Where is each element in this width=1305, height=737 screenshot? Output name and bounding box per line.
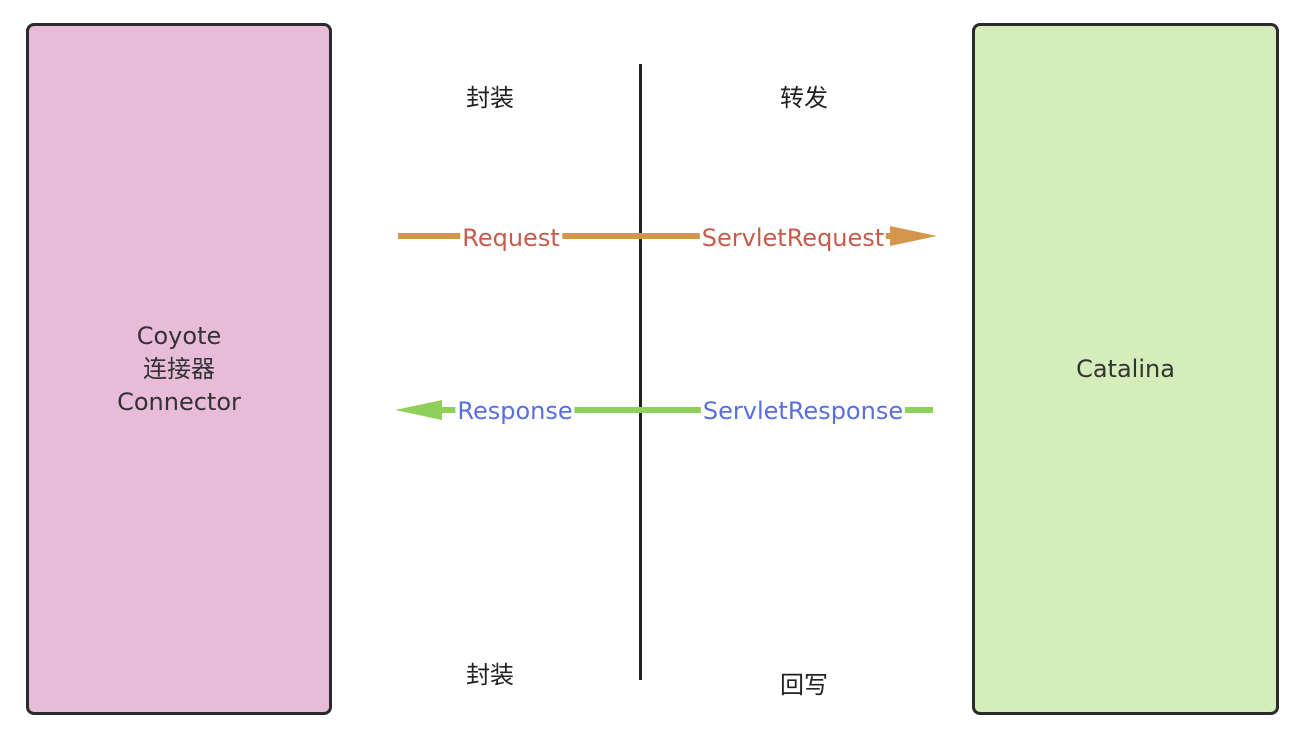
- servlet-response-label: ServletResponse: [700, 396, 906, 426]
- response-arrow-head: [395, 400, 442, 420]
- catalina-box: Catalina: [972, 23, 1279, 715]
- center-divider-line: [639, 64, 642, 680]
- request-label: Request: [460, 223, 562, 253]
- request-arrow-head: [890, 226, 937, 246]
- coyote-line-2: 连接器: [142, 354, 215, 383]
- catalina-label: Catalina: [1076, 354, 1175, 383]
- phase-label-top-left: 封装: [466, 84, 514, 112]
- coyote-line-1: Coyote: [136, 321, 222, 350]
- phase-label-bottom-left: 封装: [466, 661, 514, 689]
- coyote-connector-text: Coyote 连接器 Connector: [117, 320, 241, 419]
- servlet-request-label: ServletRequest: [699, 223, 887, 253]
- response-label: Response: [455, 396, 575, 426]
- coyote-connector-box: Coyote 连接器 Connector: [26, 23, 332, 715]
- phase-label-bottom-right: 回写: [780, 671, 828, 699]
- coyote-line-3: Connector: [117, 387, 241, 416]
- phase-label-top-right: 转发: [780, 84, 828, 112]
